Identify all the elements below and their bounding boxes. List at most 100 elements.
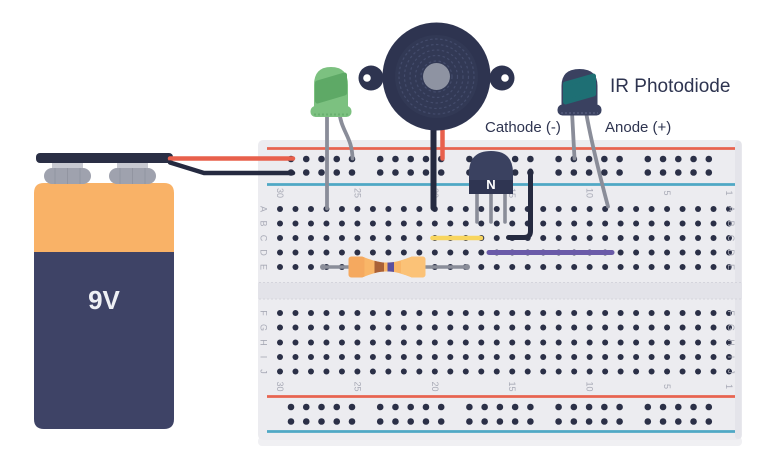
breadboard-hole[interactable] [511,169,519,176]
breadboard-hole[interactable] [726,339,733,346]
breadboard-hole[interactable] [555,339,562,346]
breadboard-hole[interactable] [509,310,516,316]
breadboard-hole[interactable] [602,235,609,241]
breadboard-hole[interactable] [302,169,310,176]
breadboard-hole[interactable] [416,310,423,316]
breadboard-hole[interactable] [307,310,314,316]
breadboard-hole[interactable] [617,264,624,270]
breadboard-hole[interactable] [586,264,593,270]
breadboard-hole[interactable] [338,206,345,212]
breadboard-hole[interactable] [354,339,361,346]
breadboard-hole[interactable] [617,368,624,375]
breadboard-hole[interactable] [478,324,485,331]
breadboard-hole[interactable] [679,310,686,316]
breadboard-hole[interactable] [586,324,593,331]
breadboard-hole[interactable] [385,249,392,256]
breadboard-hole[interactable] [726,235,733,241]
breadboard-hole[interactable] [385,235,392,241]
breadboard-hole[interactable] [679,206,686,212]
breadboard-hole[interactable] [602,264,609,270]
breadboard-hole[interactable] [616,155,623,163]
breadboard-hole[interactable] [602,339,609,346]
breadboard-hole[interactable] [710,264,717,270]
breadboard-hole[interactable] [617,220,624,227]
breadboard-hole[interactable] [710,324,717,331]
breadboard-hole[interactable] [571,339,578,346]
breadboard-hole[interactable] [392,403,399,411]
breadboard-hole[interactable] [664,354,671,360]
breadboard-hole[interactable] [416,206,423,212]
breadboard-hole[interactable] [462,339,469,346]
breadboard-hole[interactable] [431,249,438,256]
breadboard-hole[interactable] [509,339,516,346]
breadboard-hole[interactable] [400,220,407,227]
breadboard-hole[interactable] [333,155,341,163]
breadboard-hole[interactable] [695,324,702,331]
breadboard-hole[interactable] [462,310,469,316]
breadboard-hole[interactable] [307,220,314,227]
breadboard-hole[interactable] [524,264,531,270]
breadboard-hole[interactable] [664,324,671,331]
breadboard-hole[interactable] [407,155,415,163]
breadboard-hole[interactable] [679,249,686,256]
breadboard-hole[interactable] [400,324,407,331]
breadboard-hole[interactable] [369,368,376,375]
breadboard-hole[interactable] [633,206,640,212]
breadboard-hole[interactable] [527,403,534,411]
breadboard-hole[interactable] [277,235,283,241]
breadboard-hole[interactable] [555,403,562,411]
breadboard-hole[interactable] [710,249,717,256]
breadboard-hole[interactable] [664,339,671,346]
breadboard-hole[interactable] [571,235,578,241]
breadboard-hole[interactable] [333,403,341,411]
breadboard-hole[interactable] [664,220,671,227]
breadboard-hole[interactable] [571,368,578,375]
breadboard-hole[interactable] [376,155,384,163]
breadboard-hole[interactable] [710,310,717,316]
breadboard-hole[interactable] [601,418,608,425]
breadboard-hole[interactable] [292,354,299,360]
breadboard-hole[interactable] [431,310,438,316]
breadboard-hole[interactable] [555,155,562,163]
breadboard-hole[interactable] [348,169,356,176]
breadboard-hole[interactable] [617,310,624,316]
breadboard-hole[interactable] [277,206,283,212]
breadboard-hole[interactable] [705,403,713,411]
breadboard-hole[interactable] [726,264,733,270]
breadboard-hole[interactable] [493,324,500,331]
breadboard-hole[interactable] [648,235,655,241]
breadboard-hole[interactable] [509,324,516,331]
breadboard-hole[interactable] [323,249,330,256]
green-led[interactable] [310,67,355,211]
breadboard-hole[interactable] [292,368,299,375]
breadboard-hole[interactable] [302,403,310,411]
breadboard-hole[interactable] [664,235,671,241]
breadboard-hole[interactable] [555,368,562,375]
breadboard-hole[interactable] [710,354,717,360]
breadboard-hole[interactable] [447,206,454,212]
breadboard-hole[interactable] [675,155,682,163]
breadboard-hole[interactable] [400,339,407,346]
breadboard-hole[interactable] [509,206,516,212]
breadboard-hole[interactable] [338,324,345,331]
breadboard-hole[interactable] [400,354,407,360]
breadboard-hole[interactable] [555,169,562,176]
breadboard-hole[interactable] [617,354,624,360]
breadboard-hole[interactable] [705,418,713,425]
breadboard-hole[interactable] [602,354,609,360]
breadboard-hole[interactable] [586,220,593,227]
breadboard-hole[interactable] [447,324,454,331]
breadboard-hole[interactable] [633,324,640,331]
breadboard-hole[interactable] [695,264,702,270]
breadboard-hole[interactable] [493,206,500,212]
breadboard-hole[interactable] [277,264,283,270]
breadboard-hole[interactable] [431,354,438,360]
breadboard-hole[interactable] [385,324,392,331]
breadboard-hole[interactable] [466,418,473,425]
breadboard-hole[interactable] [478,249,485,256]
breadboard-hole[interactable] [617,235,624,241]
breadboard-hole[interactable] [571,324,578,331]
breadboard-hole[interactable] [524,324,531,331]
breadboard-hole[interactable] [302,155,310,163]
breadboard-hole[interactable] [338,368,345,375]
